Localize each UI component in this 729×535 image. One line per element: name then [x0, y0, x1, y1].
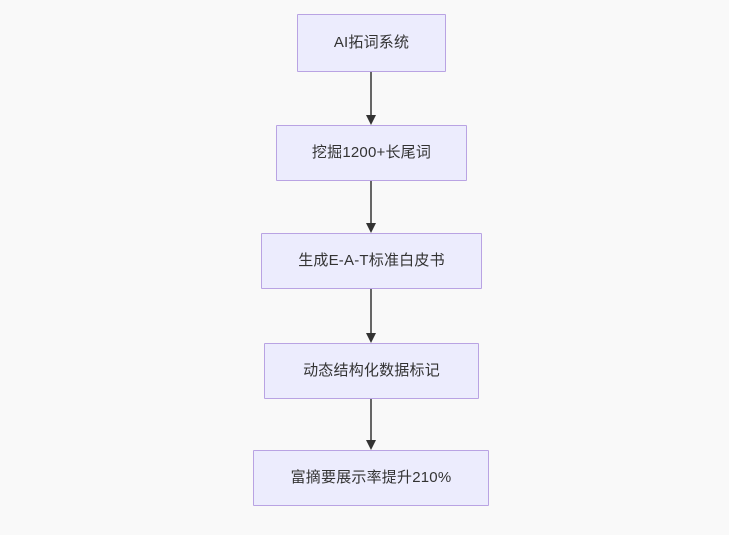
- node-label: 生成E-A-T标准白皮书: [298, 252, 445, 269]
- flowchart-node-rich-snippet-impression-uplift[interactable]: 富摘要展示率提升210%: [253, 450, 489, 506]
- edge-line-3: [366, 289, 376, 343]
- flowchart-node-dynamic-structured-data-markup[interactable]: 动态结构化数据标记: [264, 343, 479, 399]
- node-label: 富摘要展示率提升210%: [290, 469, 452, 486]
- node-label: 动态结构化数据标记: [303, 362, 440, 379]
- edge-line-1: [366, 72, 376, 125]
- flowchart-node-ai-keyword-system[interactable]: AI拓词系统: [297, 14, 446, 72]
- edge-node-1-to-node-2: [361, 72, 381, 132]
- edge-line-4: [366, 399, 376, 450]
- edge-line-2: [366, 181, 376, 233]
- flowchart-node-mine-longtail-keywords[interactable]: 挖掘1200+长尾词: [276, 125, 467, 181]
- edge-node-4-to-node-5: [361, 399, 381, 459]
- edge-node-3-to-node-4: [361, 289, 381, 349]
- flowchart-node-generate-eat-whitepaper[interactable]: 生成E-A-T标准白皮书: [261, 233, 482, 289]
- edge-node-2-to-node-3: [361, 181, 381, 241]
- node-label: 挖掘1200+长尾词: [311, 144, 432, 161]
- node-label: AI拓词系统: [333, 34, 410, 51]
